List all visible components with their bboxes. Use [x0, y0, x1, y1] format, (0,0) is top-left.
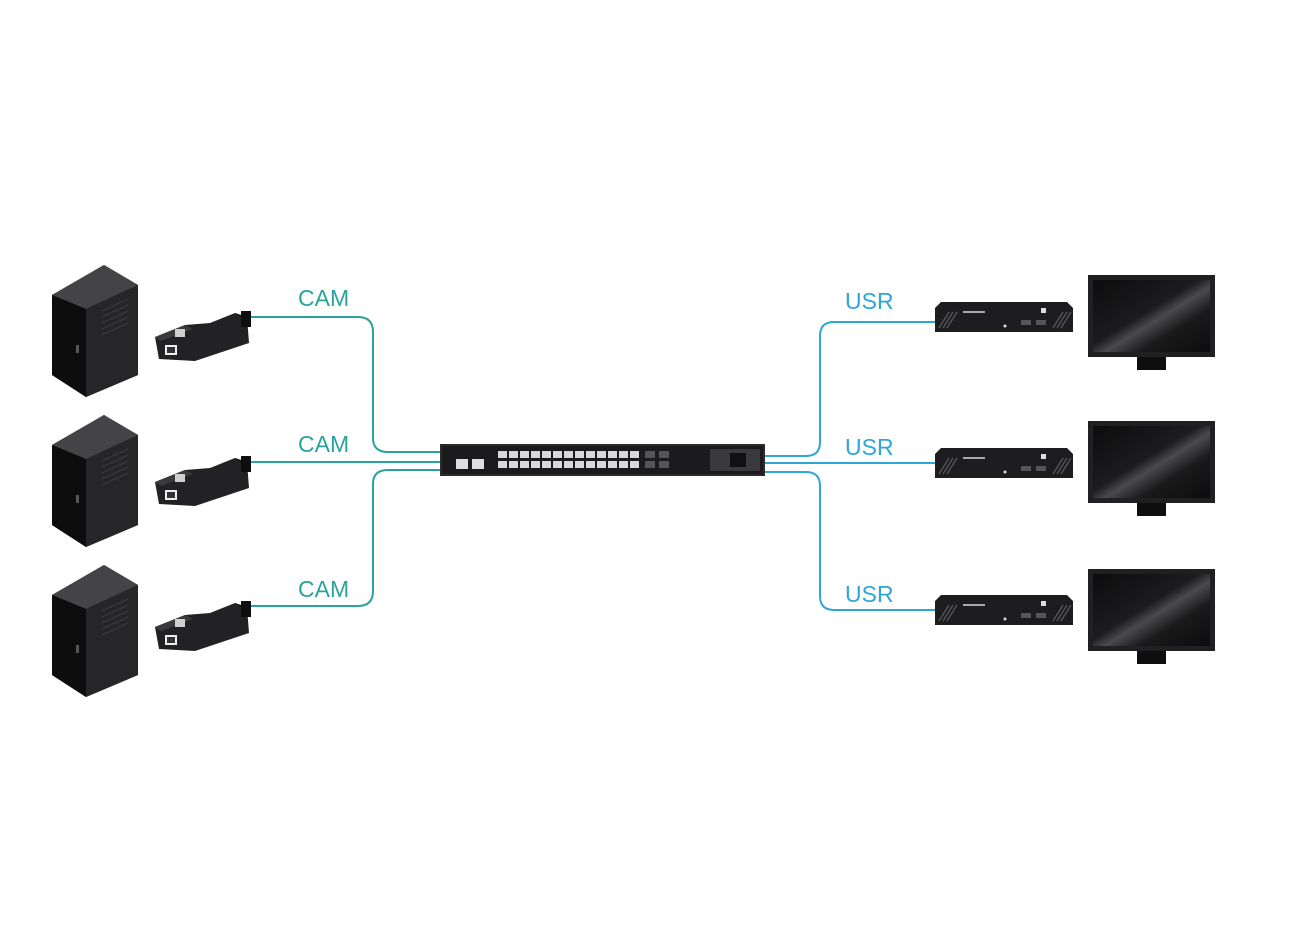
monitor-icon [1088, 569, 1215, 664]
usr-receiver-icon [934, 301, 1074, 333]
server-tower-icon [51, 564, 139, 698]
cam-dongle-icon [155, 456, 251, 506]
usr-receiver-icon [934, 447, 1074, 479]
network-switch-icon [440, 444, 765, 476]
usr-label: USR [845, 581, 894, 607]
usr-receiver-icon [934, 594, 1074, 626]
monitor-icon [1088, 421, 1215, 516]
cam-label: CAM [298, 576, 349, 602]
usr-link-1 [764, 321, 936, 457]
usr-label: USR [845, 434, 894, 460]
cam-label: CAM [298, 285, 349, 311]
cam-label: CAM [298, 431, 349, 457]
server-tower-icon [51, 264, 139, 398]
cam-dongle-icon [155, 601, 251, 651]
cam-link-1 [250, 316, 442, 453]
server-tower-icon [51, 414, 139, 548]
monitor-icon [1088, 275, 1215, 370]
cam-dongle-icon [155, 311, 251, 361]
cam-link-3 [250, 469, 442, 607]
usr-link-3 [764, 471, 936, 611]
usr-label: USR [845, 288, 894, 314]
